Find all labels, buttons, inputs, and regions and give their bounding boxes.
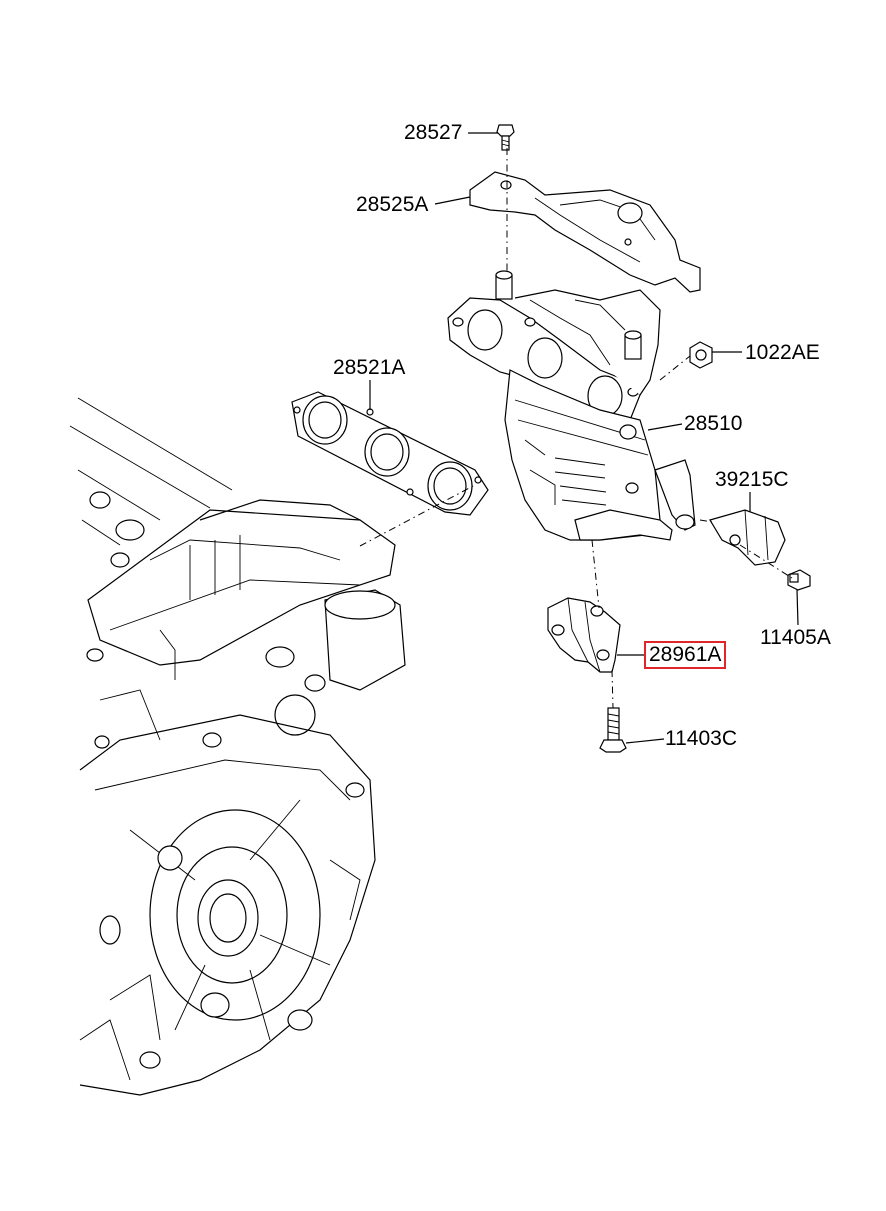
exhaust-manifold-catalyst xyxy=(447,270,696,541)
bolt-28527 xyxy=(496,124,515,151)
bolt-11405a xyxy=(787,569,811,591)
label-11403c: 11403C xyxy=(665,727,738,750)
label-28525a: 28525A xyxy=(356,193,429,216)
assembly-lines xyxy=(359,148,793,709)
nut-1022ae xyxy=(689,341,713,369)
leader-lines xyxy=(369,132,799,744)
label-39215c: 39215C xyxy=(715,468,789,491)
bolt-11403c xyxy=(599,707,627,753)
bracket-39215c xyxy=(709,509,786,566)
heat-protector xyxy=(469,171,701,293)
stay-28961a xyxy=(547,597,621,673)
label-28527: 28527 xyxy=(404,121,463,144)
manifold-gasket xyxy=(291,391,489,516)
label-28961a-highlighted[interactable]: 28961A xyxy=(644,641,727,669)
label-28521a: 28521A xyxy=(333,356,406,379)
label-11405a: 11405A xyxy=(760,626,831,649)
label-28510: 28510 xyxy=(684,412,743,435)
label-1022ae: 1022AE xyxy=(745,341,820,364)
engine-block xyxy=(69,397,406,1096)
